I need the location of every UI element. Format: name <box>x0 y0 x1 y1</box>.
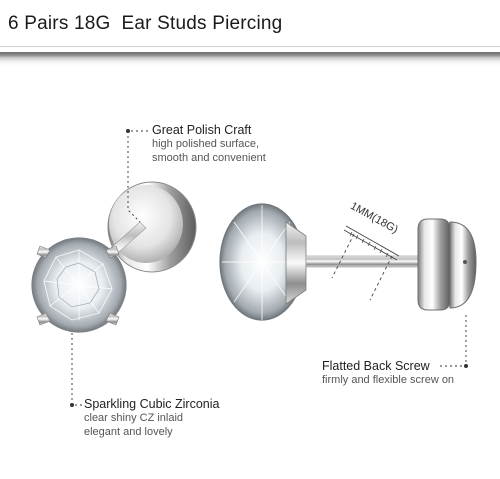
left-earring <box>31 181 197 333</box>
back-screw-line-1: firmly and flexible screw on <box>322 374 455 386</box>
right-earring <box>219 203 477 321</box>
back-screw-callout: Flatted Back Screw firmly and flexible s… <box>322 359 454 387</box>
header-divider-thin <box>0 46 500 47</box>
zirconia-line-2: elegant and lovely <box>84 426 173 438</box>
polish-leader-line <box>127 130 148 223</box>
gauge-measure-mark <box>331 225 400 301</box>
polish-craft-line-1: high polished surface, <box>152 138 260 150</box>
header-divider <box>0 52 500 66</box>
zirconia-line-1: clear shiny CZ inlaid <box>84 412 184 424</box>
polish-craft-callout: Great Polish Craft high polished surface… <box>152 123 266 165</box>
polish-craft-heading: Great Polish Craft <box>152 123 252 137</box>
polish-craft-line-2: smooth and convenient <box>152 152 266 164</box>
back-screw-heading: Flatted Back Screw <box>322 359 430 373</box>
page-title: 6 Pairs 18G Ear Studs Piercing <box>8 13 283 34</box>
zirconia-heading: Sparkling Cubic Zirconia <box>84 397 220 411</box>
zirconia-leader-line <box>71 330 82 406</box>
zirconia-callout: Sparkling Cubic Zirconia clear shiny CZ … <box>84 397 219 439</box>
